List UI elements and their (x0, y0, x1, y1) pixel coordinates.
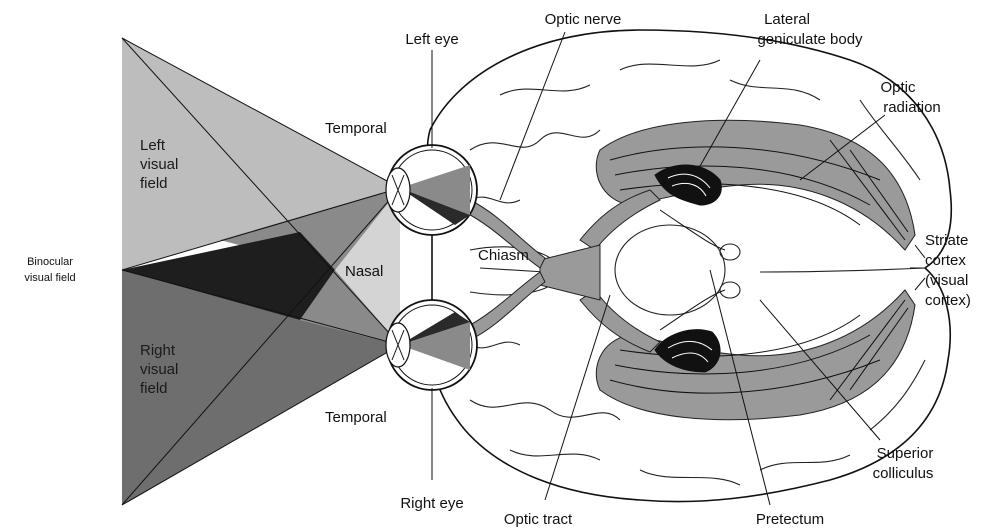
striate-label-line4: cortex) (925, 292, 971, 309)
left-field-label-line1: Left (140, 137, 166, 154)
superior-colliculus-label-line1: Superior (877, 445, 934, 462)
optic-radiation-label-line1: Optic (880, 79, 916, 96)
left-eye (386, 145, 477, 235)
right-field-label-line3: field (140, 380, 168, 397)
binocular-label-line1: Binocular (27, 256, 73, 268)
temporal-bottom-label: Temporal (325, 409, 387, 426)
striate-label-line1: Striate (925, 232, 968, 249)
pretectum-label: Pretectum (756, 511, 824, 528)
optic-tract-label: Optic tract (504, 511, 573, 528)
left-field-label-line3: field (140, 175, 168, 192)
optic-nerve-label: Optic nerve (545, 11, 622, 28)
striate-label-line2: cortex (925, 252, 966, 269)
nasal-label: Nasal (345, 263, 383, 280)
right-field-label-line1: Right (140, 342, 176, 359)
right-eye-label: Right eye (400, 495, 463, 512)
binocular-label-line2: visual field (24, 272, 75, 284)
left-field-label-line2: visual (140, 156, 178, 173)
right-eye (386, 300, 477, 390)
left-eye-label: Left eye (405, 31, 458, 48)
chiasm-label: Chiasm (478, 247, 529, 264)
optic-radiation-label-line2: radiation (883, 99, 941, 116)
right-field-label-line2: visual (140, 361, 178, 378)
striate-label-line3: (visual (925, 272, 968, 289)
temporal-top-label: Temporal (325, 120, 387, 137)
lgb-label-line1: Lateral (764, 11, 810, 28)
superior-colliculus-label-line2: colliculus (873, 465, 934, 482)
lgb-label-line2: geniculate body (757, 31, 863, 48)
